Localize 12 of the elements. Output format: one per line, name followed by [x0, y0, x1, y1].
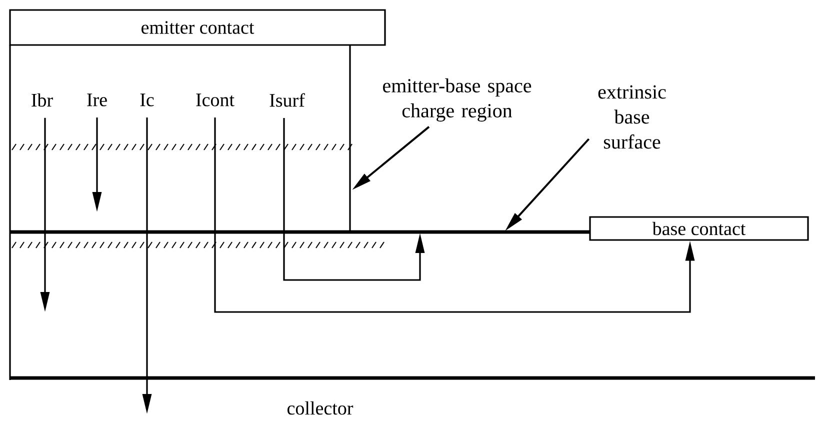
contact-box: emitter contact	[9, 9, 386, 46]
current-arrow	[283, 118, 425, 281]
current-label: Ic	[140, 94, 154, 106]
current-label: Ire	[87, 94, 107, 106]
current-label: Ibr	[32, 93, 53, 107]
region-label: extrinsic base surface	[598, 85, 666, 149]
current-arrow	[214, 118, 695, 313]
layer-label: collector	[288, 401, 354, 415]
contact-box: base contact	[589, 216, 809, 241]
current-label: Icont	[196, 94, 234, 106]
current-label: Isurf	[270, 93, 305, 107]
region-label: emitter-base space charge region	[383, 78, 532, 122]
